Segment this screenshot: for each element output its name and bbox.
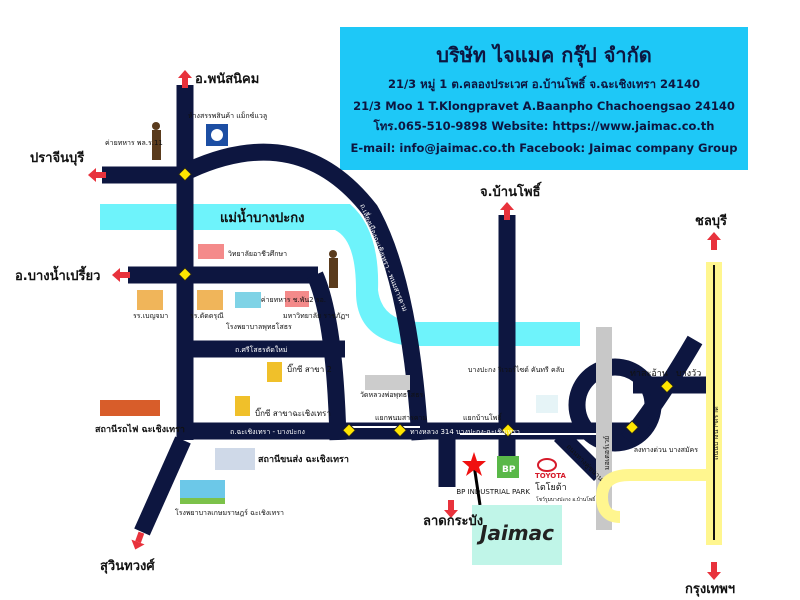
label-motorway: มอเตอร์เวย์ <box>603 436 611 470</box>
label-bang-nam-priao: อ.บางน้ำเปรี้ยว <box>15 265 100 284</box>
label-bigc-1: บิ๊กซี สาขาฉะเชิงเทรา <box>255 407 331 418</box>
label-cha-bangpakong-road: ถ.ฉะเชิงเทรา - บางปะกง <box>230 428 305 436</box>
company-name: บริษัท ไจแมค กรุ๊ป จำกัด <box>436 43 652 67</box>
arrow-west-icon <box>112 268 130 282</box>
label-expressway-exit: ลงทางด่วน บางสมัคร <box>634 446 699 454</box>
email-facebook[interactable]: E-mail: info@jaimac.co.th Facebook: Jaim… <box>350 141 738 155</box>
jaimac-logo: Jaimac <box>476 521 554 545</box>
label-suwinthawong: สุวินทวงศ์ <box>100 558 155 574</box>
label-toyota-branch: โชว์รูมบางปะกง อ.บ้านโพธิ์ <box>536 495 597 503</box>
label-phanom-junction: แยกพนมสารคาม <box>375 414 427 422</box>
label-tha-sa-an: ท่าสะอ้าน <box>630 368 668 379</box>
label-university: มหาวิทยาลัย ราชภัฏฯ <box>283 312 349 320</box>
label-army-2: ค่ายทหาร ช.พัน2 รอ. <box>261 296 326 304</box>
arrow-southwest-icon <box>128 530 148 552</box>
label-army-11: ค่ายทหาร พล.ร.11 <box>105 139 163 147</box>
label-hospital-buddhasothorn: โรงพยาบาลพุทธโสธร <box>226 322 292 331</box>
label-chonburi: ชลบุรี <box>695 213 727 229</box>
roads <box>102 85 708 536</box>
label-college: วิทยาลัยอาชีวศึกษา <box>228 249 287 258</box>
label-school-datdarunee: รร.ดัดดรุณี <box>190 312 224 320</box>
highway-bangna-trad <box>595 469 715 523</box>
phone-website[interactable]: โทร.065-510-9898 Website: https://www.ja… <box>373 119 715 133</box>
arrow-north-icon <box>707 232 721 250</box>
arrow-south-icon <box>707 562 721 580</box>
label-bang-wua: บางวัว <box>676 369 701 379</box>
label-temple: วัดหลวงพ่อพุทธโสธร <box>360 390 423 399</box>
company-info-box: บริษัท ไจแมค กรุ๊ป จำกัด 21/3 หมู่ 1 ต.ค… <box>340 27 748 170</box>
soldier-icons <box>152 122 338 288</box>
bp-logo: BP <box>502 465 516 475</box>
building-icons <box>100 244 558 504</box>
label-mall: ห้างสรรพสินค้า แม็กซ์แวลู <box>188 111 267 120</box>
river <box>100 204 580 346</box>
label-bangkok: กรุงเทพฯ <box>685 582 735 597</box>
location-star-icon <box>462 452 486 476</box>
label-hospital-kasemrad: โรงพยาบาลเกษมราษฎร์ ฉะเชิงเทรา <box>175 508 284 517</box>
label-banpho-junction: แยกบ้านโพธิ์ <box>463 412 503 422</box>
traffic-light-icons <box>177 167 675 438</box>
label-school-benjama: รร.เบญจมา <box>133 312 168 320</box>
label-bigc-2: บิ๊กซี สาขา 2 <box>287 363 332 374</box>
label-prachinburi: ปราจีนบุรี <box>30 150 84 166</box>
label-toyota: โตโยต้า <box>535 482 567 493</box>
label-lat-krabang: ลาดกระบัง <box>423 514 483 529</box>
label-bp-industrial-park: BP INDUSTRIAL PARK <box>456 488 530 496</box>
address-english: 21/3 Moo 1 T.Klongpravet A.Baanpho Chach… <box>353 99 735 113</box>
label-bus-station: สถานีขนส่ง ฉะเชิงเทรา <box>258 454 349 465</box>
label-resort: บางปะกง ริเวอร์ไซด์ คันทรี คลับ <box>468 365 564 374</box>
jaimac-logo-box[interactable] <box>472 505 562 565</box>
label-river: แม่น้ำบางปะกง <box>220 207 305 226</box>
label-sri-sothon-road: ถ.ศรีโสธรตัดใหม่ <box>235 345 287 354</box>
label-north: อ.พนัสนิคม <box>195 72 259 87</box>
label-ban-pho: จ.บ้านโพธิ์ <box>480 181 542 200</box>
toyota-logo: TOYOTA <box>535 472 566 480</box>
label-train-station: สถานีรถไฟ ฉะเชิงเทรา <box>95 423 185 435</box>
label-bangna-trad: ถนนบางนา-ตราด <box>712 406 720 460</box>
address-thai: 21/3 หมู่ 1 ต.คลองประเวศ อ.บ้านโพธิ์ จ.ฉ… <box>387 77 701 91</box>
label-hwy314: ทางหลวง 314 บางปะกง-ฉะเชิงเทรา <box>410 428 520 436</box>
